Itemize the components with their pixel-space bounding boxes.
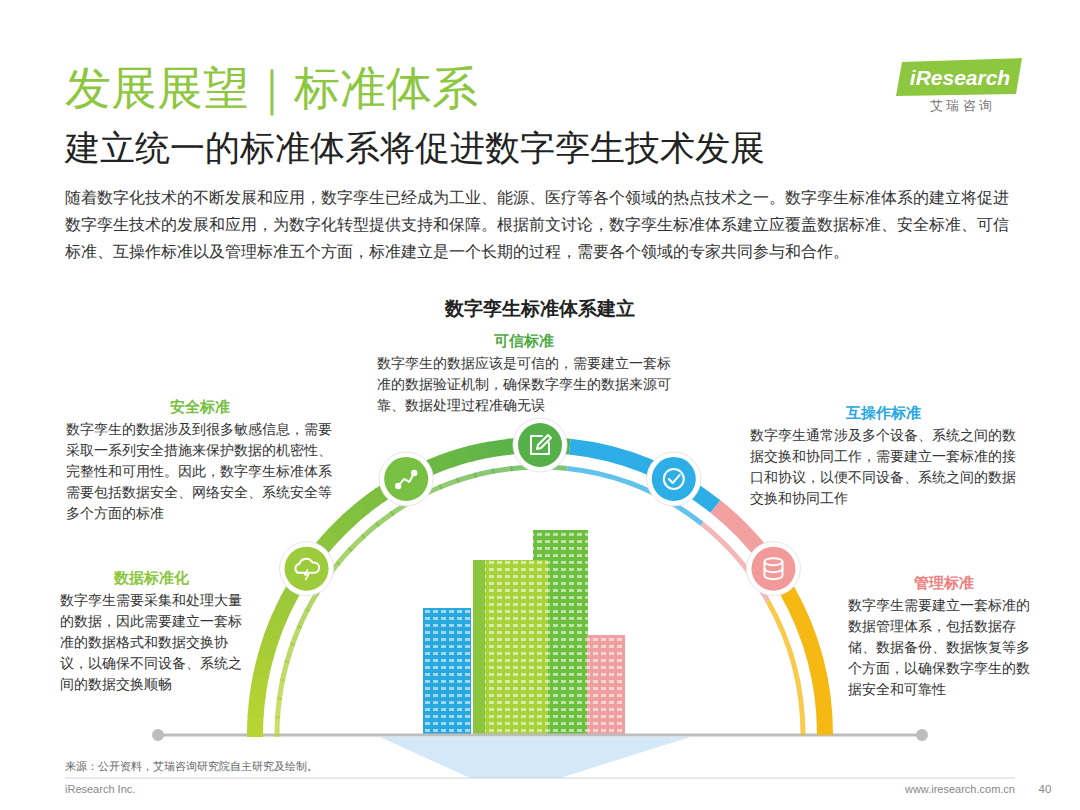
item-body: 数字孪生的数据涉及到很多敏感信息，需要采取一系列安全措施来保护数据的机密性、完整… — [66, 419, 334, 524]
arc-inner-band — [440, 480, 459, 487]
item-heading: 管理标准 — [848, 573, 1040, 593]
arc-inner-band — [457, 475, 476, 481]
arc-band — [363, 495, 381, 508]
arc-inner-band — [275, 716, 281, 737]
arc-inner-band — [287, 643, 293, 663]
logo-subtext: 艾 瑞 咨 询 — [896, 98, 1026, 114]
item-heading: 数据标准化 — [60, 568, 242, 588]
arc-band — [272, 617, 280, 638]
arc-band — [348, 506, 365, 520]
logo-badge — [896, 58, 1022, 96]
standard-item: 安全标准数字孪生的数据涉及到很多敏感信息，需要采取一系列安全措施来保护数据的机密… — [66, 397, 334, 524]
arc-band — [431, 459, 452, 467]
source-note: 来源：公开资料，艾瑞咨询研究院自主研究及绘制。 — [65, 759, 665, 774]
page-title: 发展展望｜标准体系 — [65, 60, 478, 116]
arc-inner-band — [363, 524, 378, 537]
standard-icon — [746, 542, 800, 596]
item-body: 数字孪生的数据应该是可信的，需要建立一套标准的数据验证机制，确保数字孪生的数据来… — [377, 353, 671, 416]
arc-band — [247, 715, 264, 737]
arc-inner-band — [350, 536, 364, 550]
standard-item: 可信标准数字孪生的数据应该是可信的，需要建立一套标准的数据验证机制，确保数字孪生… — [377, 331, 671, 416]
ground-shadow — [380, 737, 690, 778]
item-heading: 互操作标准 — [750, 403, 1016, 423]
arc-band — [266, 636, 273, 657]
arc-inner-band — [475, 471, 495, 475]
arc-band — [469, 449, 490, 454]
arc-inner-band — [282, 661, 287, 681]
arc-band — [334, 519, 350, 535]
diagram-heading: 数字孪生标准体系建立 — [290, 296, 790, 322]
standard-icon — [379, 452, 433, 506]
logo-text: iResearch — [900, 63, 1020, 93]
arc-inner-band — [278, 698, 280, 718]
base-dot — [916, 729, 928, 741]
footer-rule — [65, 778, 1015, 779]
standard-item: 管理标准数字孪生需要建立一套标准的数据管理体系，包括数据存储、数据备份、数据恢复… — [848, 573, 1040, 700]
arc-band — [489, 447, 511, 450]
arc-inner-band — [493, 468, 513, 471]
arc-band — [570, 447, 716, 507]
arc-inner-band — [292, 626, 300, 645]
page-number: 40 — [1030, 782, 1060, 797]
standard-icon — [513, 418, 567, 472]
standard-icon — [280, 542, 334, 596]
buildings — [423, 530, 625, 735]
standard-item: 互操作标准数字孪生通常涉及多个设备、系统之间的数据交换和协同工作，需要建立一套标… — [750, 403, 1016, 509]
arc-inner-band — [337, 549, 350, 564]
standard-item: 数据标准化数字孪生需要采集和处理大量的数据，因此需要建立一套标准的数据格式和数据… — [60, 568, 242, 695]
arc-band — [256, 695, 258, 717]
item-body: 数字孪生需要建立一套标准的数据管理体系，包括数据存储、数据备份、数据恢复等多个方… — [848, 595, 1040, 700]
base-dot — [152, 729, 164, 741]
standard-icon — [647, 452, 701, 506]
arc-inner-band — [279, 679, 282, 699]
arc-band — [450, 454, 471, 460]
item-body: 数字孪生需要采集和处理大量的数据，因此需要建立一套标准的数据格式和数据交换协议，… — [60, 590, 242, 695]
item-body: 数字孪生通常涉及多个设备、系统之间的数据交换和协同工作，需要建立一套标准的接口和… — [750, 425, 1016, 509]
base-line — [158, 734, 922, 737]
arc-inner-band — [377, 513, 393, 525]
arc-band — [261, 655, 266, 677]
arc-band — [279, 599, 289, 619]
item-heading: 可信标准 — [377, 331, 671, 351]
copyright: iResearch Inc. — [65, 782, 365, 797]
website: www.iresearch.com.cn — [815, 782, 1015, 797]
arc-inner-band — [299, 609, 308, 628]
arc-band — [258, 675, 262, 697]
subtitle: 建立统一的标准体系将促进数字孪生技术发展 — [65, 126, 1015, 170]
arc-inner-band — [768, 601, 803, 735]
intro-paragraph: 随着数字化技术的不断发展和应用，数字孪生已经成为工业、能源、医疗等各个领域的热点… — [65, 184, 1020, 265]
item-heading: 安全标准 — [66, 397, 334, 417]
